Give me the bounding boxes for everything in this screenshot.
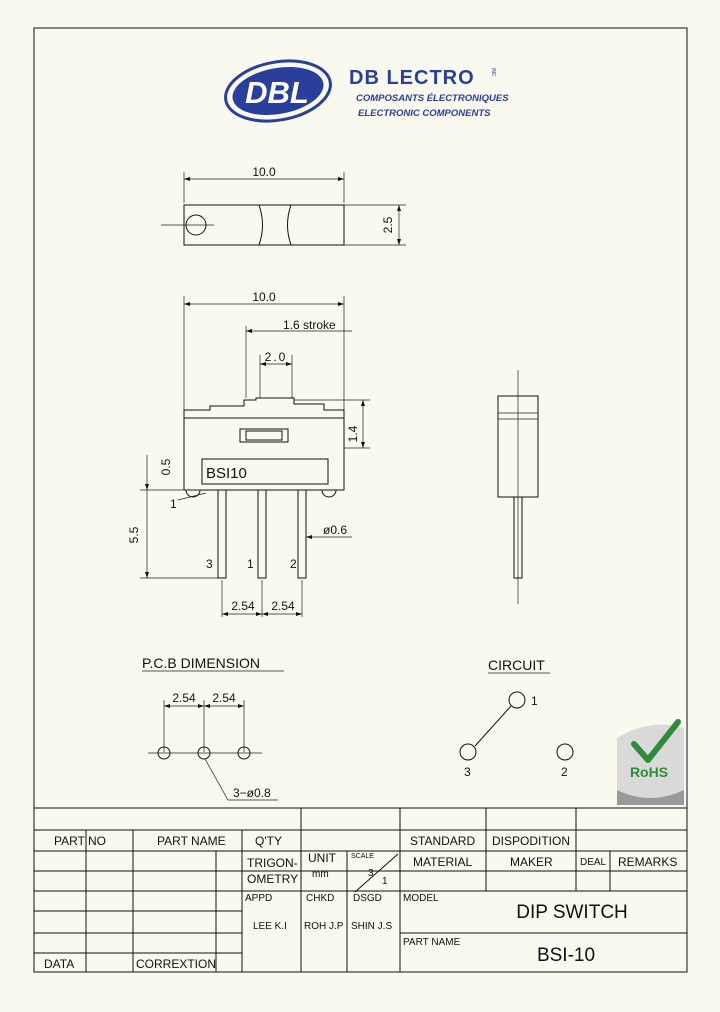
- top-view: 10.0 2.5: [161, 165, 406, 246]
- hdr-part-no: PART NO: [54, 834, 106, 848]
- logo-tagline-fr: COMPOSANTS ÉLECTRONIQUES: [356, 93, 509, 104]
- title-block: PART NO PART NAME Q'TY STANDARD DISPODIT…: [34, 807, 688, 973]
- front-width-dim: 10.0: [252, 290, 276, 304]
- trigonometry-line2: OMETRY: [247, 872, 298, 886]
- hdr-disposition: DISPODITION: [492, 834, 570, 848]
- front-pitch-dim-2: 2.54: [271, 599, 295, 613]
- dsgd-label: DSGD: [353, 893, 382, 904]
- rohs-badge: RoHS: [617, 719, 684, 805]
- unit-value: mm: [312, 869, 329, 880]
- pin-label-1: 1: [247, 557, 254, 571]
- actuator-dim: 2.0: [265, 350, 288, 364]
- unit-label: UNIT: [308, 851, 337, 865]
- label-box: [201, 458, 329, 485]
- stroke-dim: 1.6 stroke: [283, 318, 336, 332]
- appd-name: LEE K.I: [253, 921, 287, 932]
- top-height-dim: 2.5: [381, 216, 395, 233]
- pin-1: [257, 489, 267, 579]
- data-label: DATA: [44, 957, 74, 971]
- logo-badge-inner: [232, 66, 324, 116]
- pcb-hole-dim: 3−ø0.8: [233, 786, 271, 800]
- slider-window: [239, 428, 289, 443]
- pcb-dimension: P.C.B DIMENSION 2.54 2.54 3−ø0.8: [142, 655, 284, 801]
- scale-num: 3: [368, 868, 374, 879]
- logo-tagline-en: ELECTRONIC COMPONENTS: [358, 108, 491, 119]
- pin-dia-dim: ø0.6: [323, 523, 347, 537]
- side-pin: [513, 496, 523, 579]
- pcb-hole-1: [157, 746, 171, 760]
- pcb-hole-3: [237, 746, 251, 760]
- circuit-terminal-3: [459, 743, 477, 761]
- circuit-terminal-1: [508, 691, 526, 709]
- pin-label-3: 3: [206, 557, 213, 571]
- model-value: DIP SWITCH: [516, 902, 628, 923]
- partname-value: BSI-10: [537, 945, 595, 966]
- chkd-label: CHKD: [306, 893, 334, 904]
- actuator-profile: [183, 397, 345, 418]
- hdr-material: MATERIAL: [413, 855, 472, 869]
- dsgd-name: SHIN J.S: [351, 921, 392, 932]
- body-label: BSI10: [206, 465, 247, 482]
- logo-badge-text: DBL: [245, 75, 309, 110]
- hdr-qty: Q'TY: [255, 834, 282, 848]
- pin-label-2: 2: [290, 557, 297, 571]
- circuit-title: CIRCUIT: [488, 657, 545, 673]
- pin-marker: 1: [170, 497, 177, 511]
- pcb-title: P.C.B DIMENSION: [142, 655, 260, 671]
- pcb-hole-2: [197, 746, 211, 760]
- logo-company-suffix: INC: [490, 68, 496, 77]
- offset-dim: 0.5: [159, 458, 173, 475]
- hdr-maker: MAKER: [510, 855, 553, 869]
- check-icon: [631, 719, 681, 763]
- appd-label: APPD: [245, 893, 272, 904]
- front-pitch-dim-1: 2.54: [231, 599, 255, 613]
- pin-length-dim: 5.5: [127, 526, 141, 543]
- height-dim: 1.4: [346, 425, 360, 442]
- pcb-pitch-dim-2: 2.54: [212, 691, 236, 705]
- hdr-remarks: REMARKS: [618, 855, 677, 869]
- pin-3: [217, 489, 227, 579]
- circuit-terminal-2: [556, 743, 574, 761]
- company-logo: DBL DB LECTRO INC COMPOSANTS ÉLECTRONIQU…: [224, 59, 509, 123]
- model-label: MODEL: [403, 893, 439, 904]
- front-view: 10.0 1.6 stroke 2.0 BSI10 1.4 0.5 5: [127, 290, 370, 617]
- circuit-label-2: 2: [561, 765, 568, 779]
- circuit-diagram: CIRCUIT 1 3 2: [459, 657, 574, 779]
- correction-label: CORREXTION: [136, 957, 216, 971]
- circuit-label-1: 1: [531, 694, 538, 708]
- logo-company-name: DB LECTRO: [349, 67, 475, 89]
- slider-knob: [245, 430, 283, 441]
- top-width-dim: 10.0: [252, 165, 276, 179]
- side-view: [497, 370, 539, 604]
- circuit-switch-arm: [474, 705, 512, 747]
- pin-2: [297, 489, 307, 579]
- chkd-name: ROH J.P: [304, 921, 344, 932]
- partname-label: PART NAME: [403, 937, 461, 948]
- hdr-deal: DEAL: [580, 857, 607, 868]
- scale-label: SCALE: [351, 853, 374, 860]
- circuit-label-3: 3: [464, 765, 471, 779]
- pcb-pitch-dim-1: 2.54: [172, 691, 196, 705]
- hdr-part-name: PART NAME: [157, 834, 226, 848]
- trigonometry-line1: TRIGON-: [247, 856, 298, 870]
- scale-den: 1: [382, 876, 388, 887]
- hdr-standard: STANDARD: [410, 834, 475, 848]
- rohs-label: RoHS: [630, 764, 668, 780]
- logo-badge-outer: [224, 59, 332, 123]
